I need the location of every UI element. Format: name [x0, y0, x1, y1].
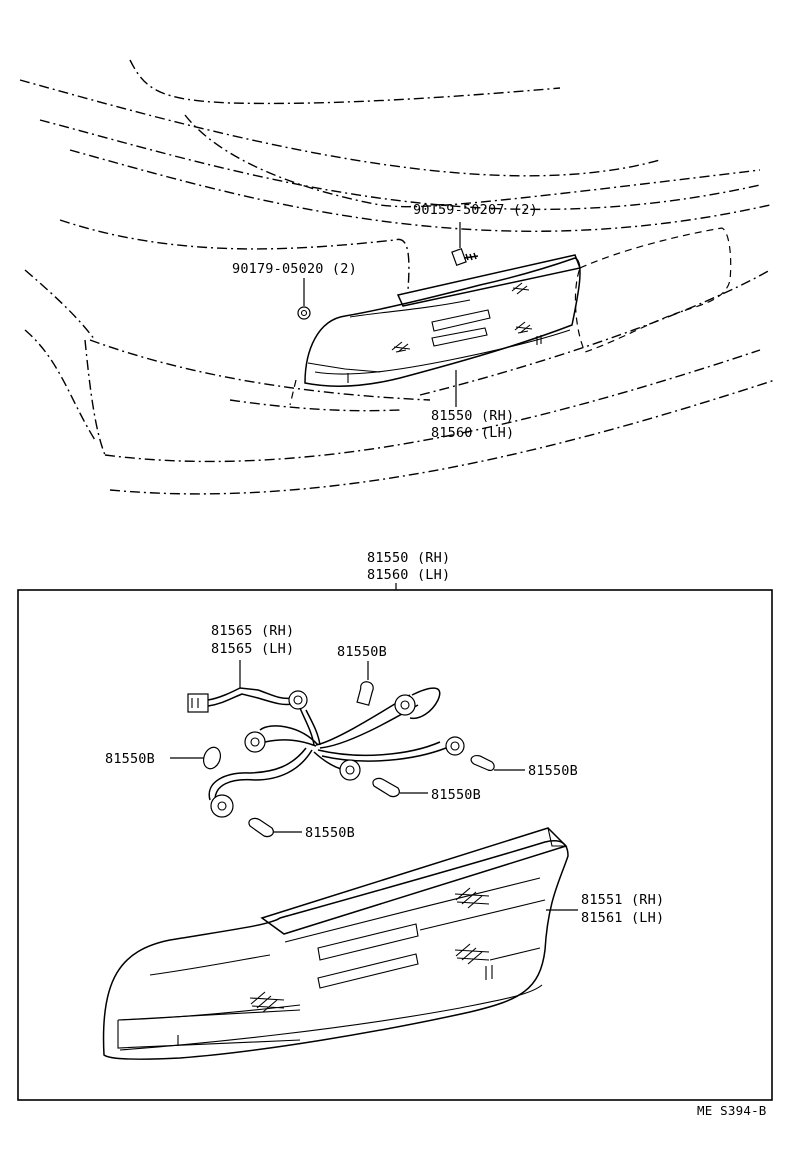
lamp-assy-lh-label: 81560 (LH)	[431, 425, 515, 441]
lens-lh-label: 81561 (LH)	[581, 910, 665, 926]
socket-rh-label: 81565 (RH)	[211, 623, 295, 639]
vehicle-body-outline	[19, 59, 776, 495]
bulb-icon-5	[248, 817, 274, 838]
bulb-label-3: 81550B	[528, 763, 578, 779]
bolt-part-number: 90159-50207 (2)	[413, 202, 538, 218]
socket-wiring-harness	[187, 687, 465, 818]
nut-part-number: 90179-05020 (2)	[232, 261, 357, 277]
tail-lamp-lens	[102, 827, 569, 1060]
bulb-icon-1	[356, 681, 374, 706]
bulb-label-1: 81550B	[337, 644, 387, 660]
socket-lh-label: 81565 (LH)	[211, 641, 295, 657]
bulb-icon-3	[470, 755, 495, 771]
exploded-view-frame	[17, 589, 773, 1101]
tail-lamp-installed	[304, 254, 582, 388]
diagram-code: ME S394-B	[697, 1103, 767, 1118]
nut-icon	[297, 306, 311, 320]
bulb-label-5: 81550B	[305, 825, 355, 841]
lamp-assy-rh-label: 81550 (RH)	[431, 408, 515, 424]
lens-rh-label: 81551 (RH)	[581, 892, 665, 908]
bulb-label-4: 81550B	[431, 787, 481, 803]
bolt-icon	[451, 247, 479, 267]
bulb-icon-2	[202, 746, 222, 770]
bulb-label-2: 81550B	[105, 751, 155, 767]
bulb-icon-4	[372, 777, 400, 798]
exploded-assy-lh-label: 81560 (LH)	[367, 567, 451, 583]
exploded-assy-rh-label: 81550 (RH)	[367, 550, 451, 566]
